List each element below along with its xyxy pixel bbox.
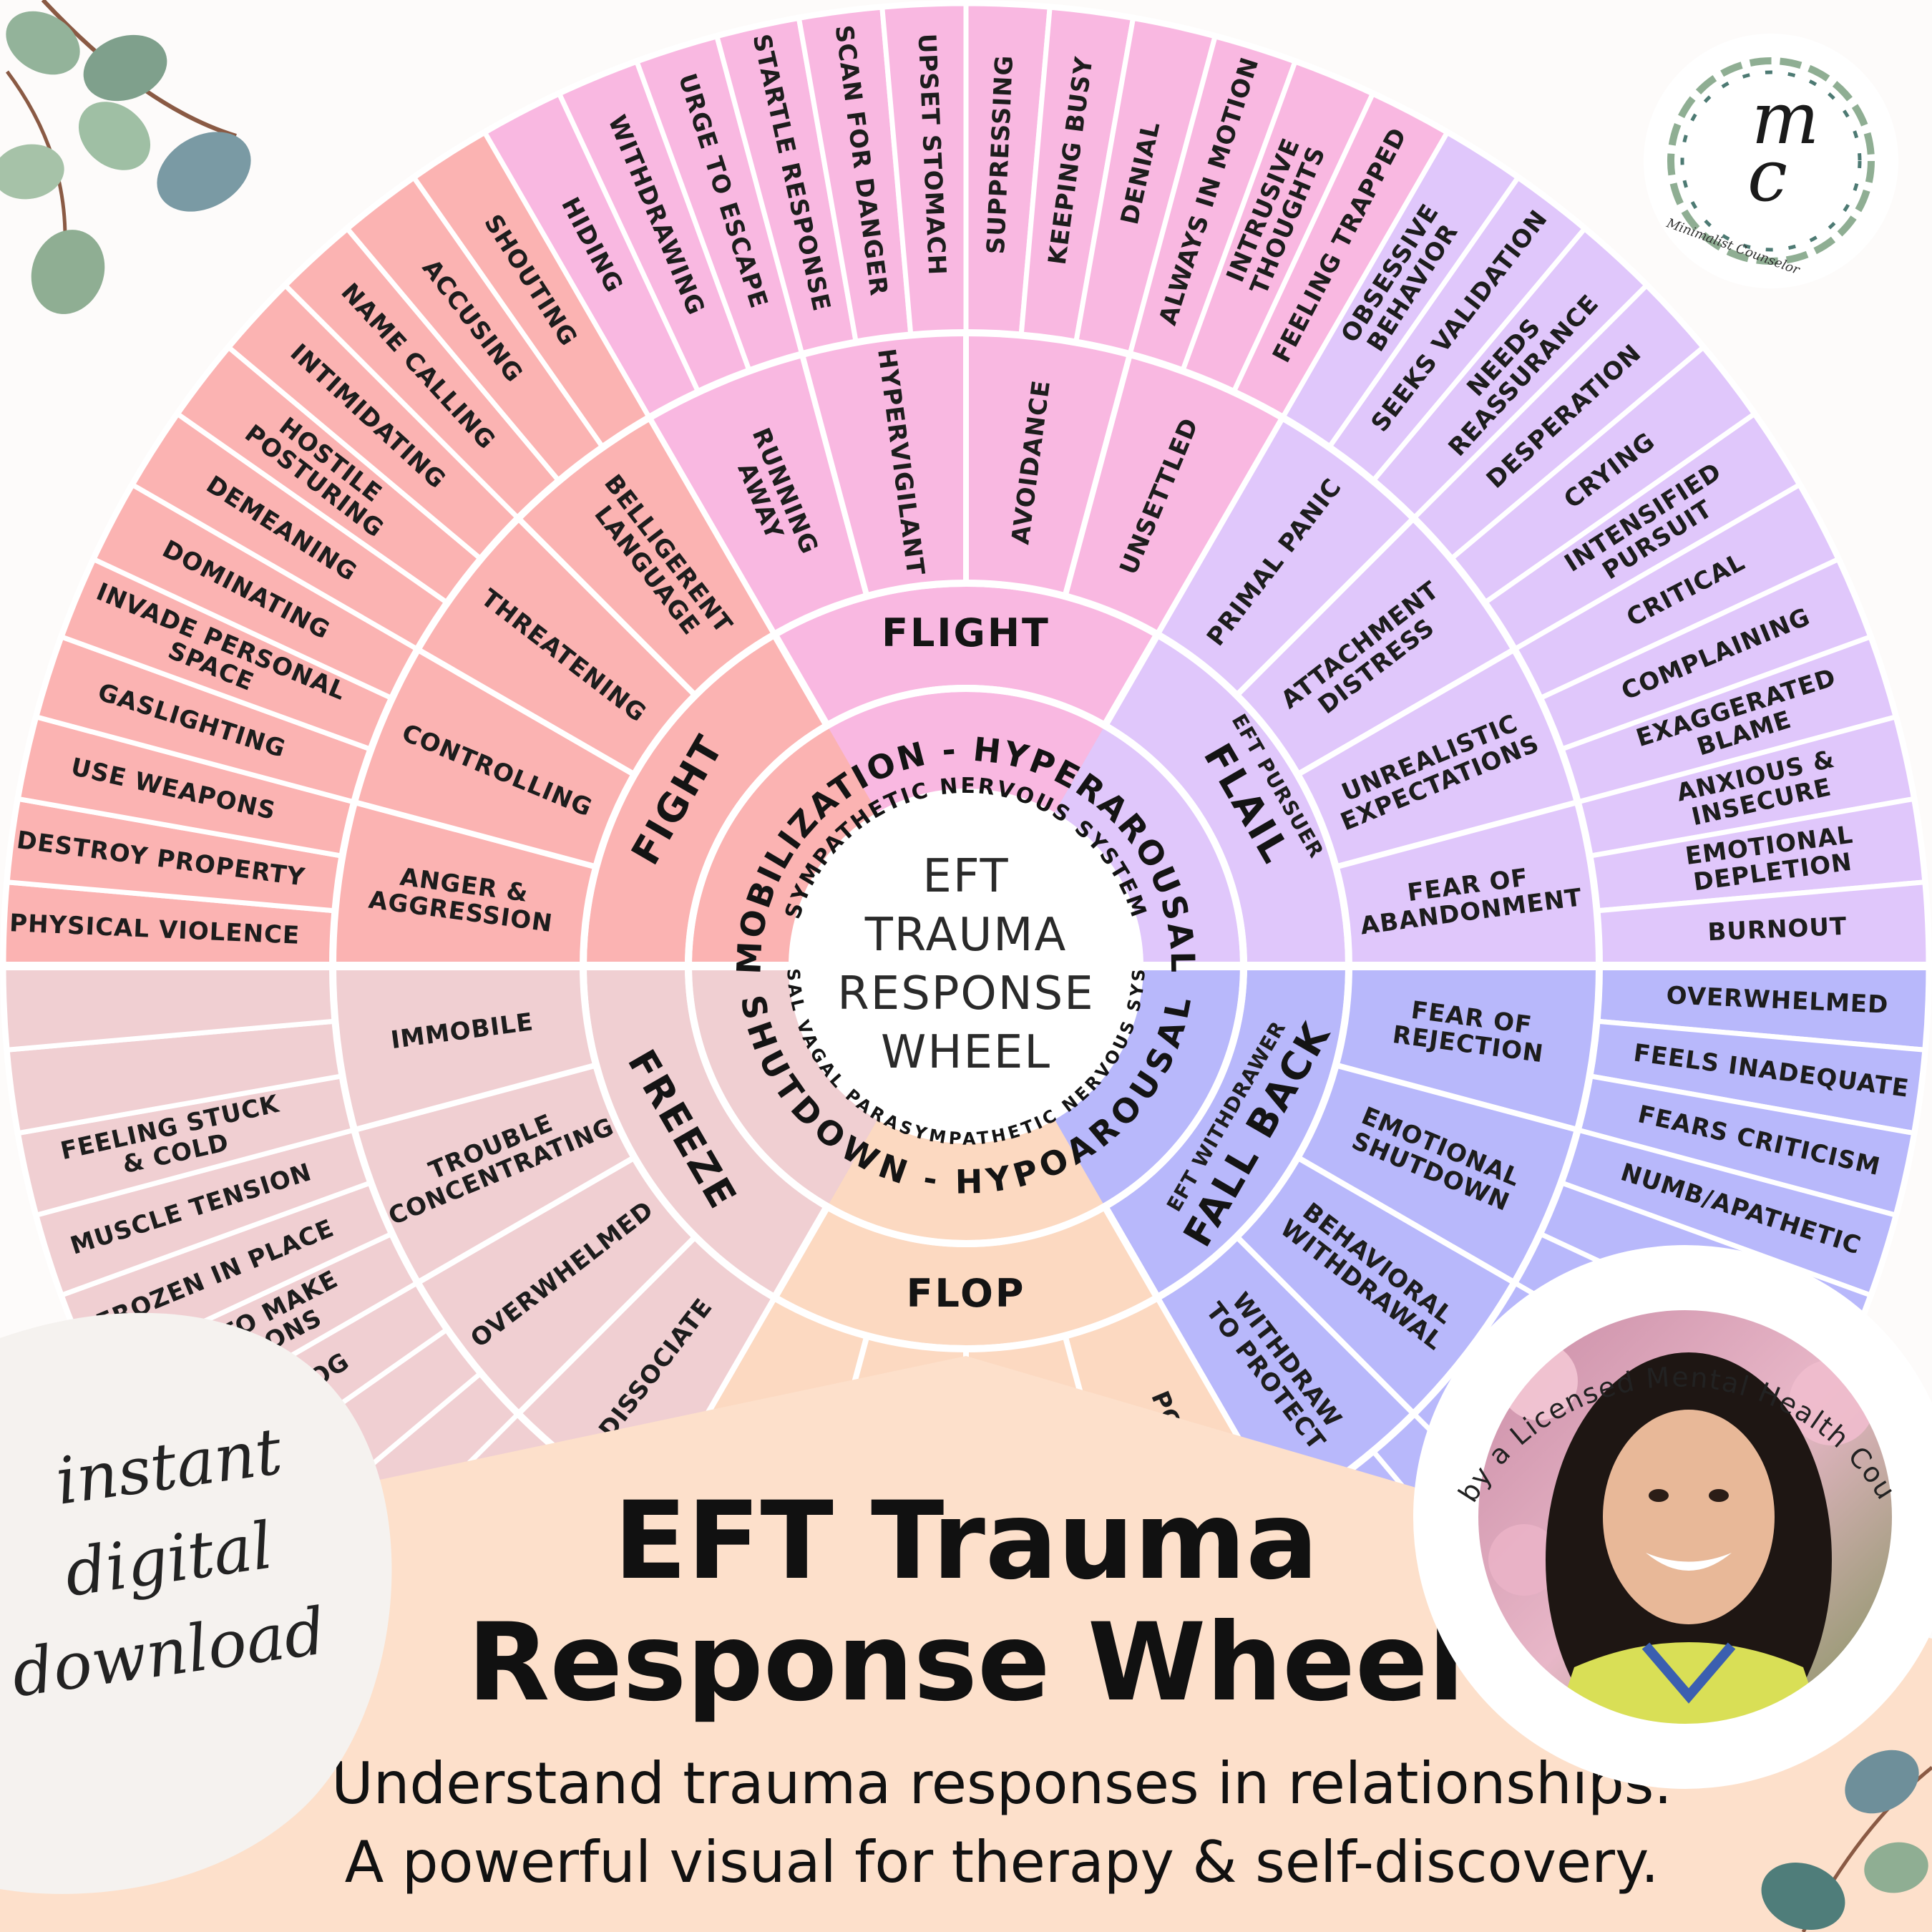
download-badge-background	[0, 1312, 392, 1894]
brand-logo: m c Minimalist Counselor	[1644, 34, 1898, 288]
hub-segment-freeze	[688, 966, 877, 1207]
category-label-flop: FLOP	[907, 1271, 1026, 1316]
eucalyptus-top-left-icon	[0, 0, 251, 314]
banner-subtitle-line2: A powerful visual for therapy & self-dis…	[345, 1829, 1659, 1896]
hub-segment-fallback	[1055, 966, 1244, 1207]
logo-letter-m: m	[1752, 77, 1820, 160]
leaf-wreath-inner-icon	[1680, 70, 1862, 252]
center-title-line2: TRAUMA	[864, 909, 1068, 962]
outer-label-flail: BURNOUT	[1707, 912, 1848, 947]
banner-title-line1: EFT Trauma	[614, 1479, 1319, 1604]
counselor-photo	[1476, 1308, 1894, 1726]
hub-segment-flight	[827, 688, 1105, 813]
eucalyptus-bottom-right-icon	[1761, 1750, 1932, 1932]
outer-label-flail-line: BURNOUT	[1707, 912, 1848, 947]
center-title-line1: EFT	[922, 850, 1009, 903]
logo-letter-c: c	[1747, 134, 1787, 218]
center-title-line4: WHEEL	[881, 1026, 1051, 1079]
category-name: FLOP	[907, 1271, 1026, 1316]
banner-title-line2: Response Wheel	[467, 1601, 1465, 1725]
banner-subtitle-line1: Understand trauma responses in relations…	[331, 1750, 1672, 1817]
center-title-line3: RESPONSE	[837, 967, 1094, 1020]
hub-segment-flop	[827, 1119, 1105, 1244]
category-label-flight: FLIGHT	[882, 610, 1050, 655]
category-name: FLIGHT	[882, 610, 1050, 655]
center-circle	[797, 797, 1135, 1135]
leaf-wreath-icon	[1667, 57, 1875, 265]
hub-segment-flail	[1055, 725, 1244, 966]
hub-segment-fight	[688, 725, 877, 966]
center-hub: EFT TRAUMA RESPONSE WHEEL	[797, 797, 1135, 1135]
